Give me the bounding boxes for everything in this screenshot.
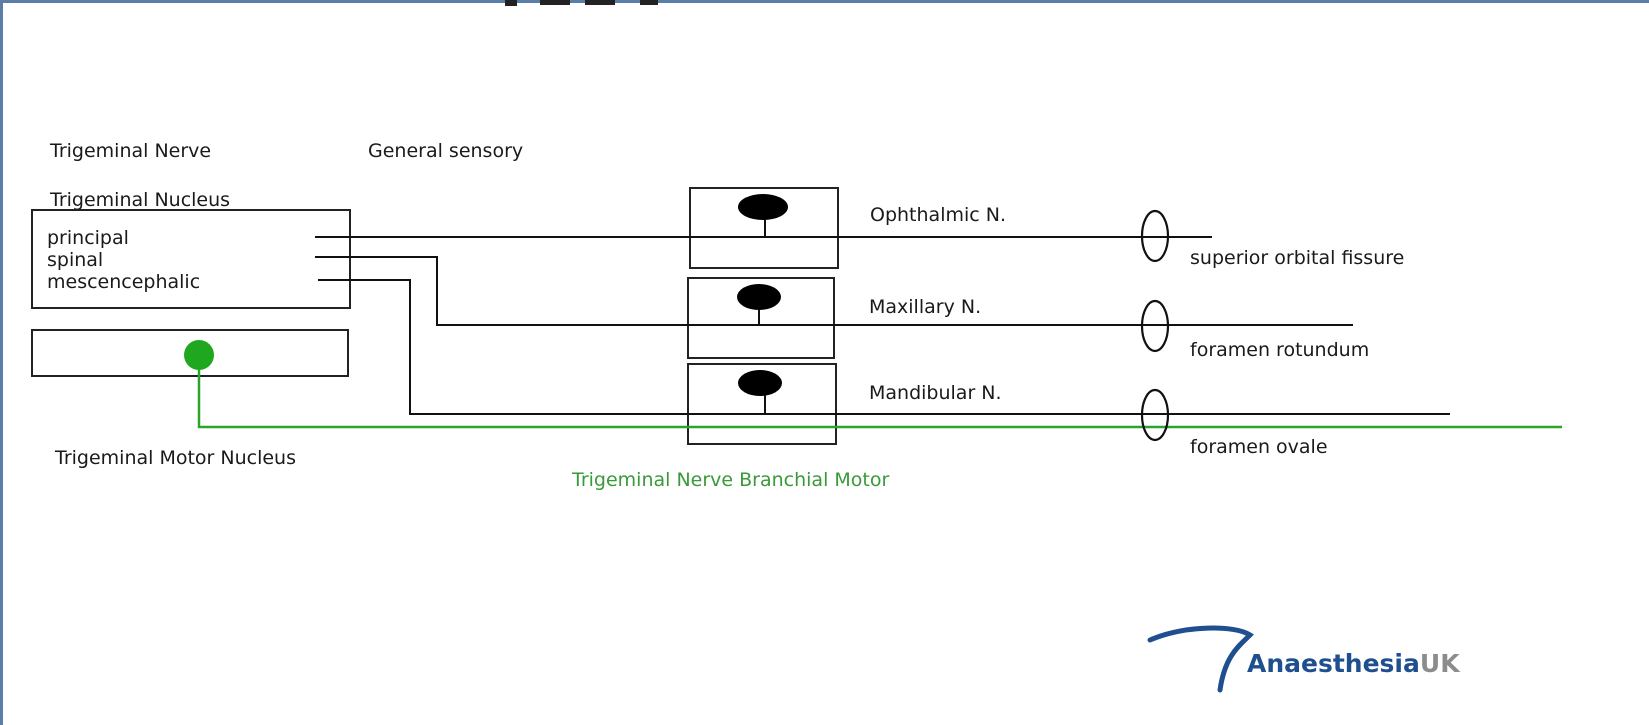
trigeminal-nucleus-box [31,209,351,309]
clipped-title-remnant [505,0,658,6]
logo-brand-suffix: UK [1420,649,1461,678]
ophthalmic-nerve-label: Ophthalmic N. [870,204,1006,226]
foramen-ovale-ellipse [1140,388,1170,442]
mandibular-nerve-label: Mandibular N. [869,382,1002,404]
foramen-ovale-label: foramen ovale [1190,436,1328,458]
superior-orbital-fissure-label: superior orbital fissure [1190,247,1404,269]
foramen-rotundum-label: foramen rotundum [1190,339,1369,361]
motor-pathway [197,370,1562,429]
nucleus-part-spinal: spinal [47,249,103,271]
ophthalmic-cell-body [738,194,788,237]
superior-orbital-fissure-ellipse [1140,209,1170,263]
mandibular-ganglion-box [687,363,837,445]
logo-text: AnaesthesiaUK [1247,649,1461,678]
anaesthesia-uk-logo: AnaesthesiaUK [1147,625,1461,693]
nucleus-part-mescencephalic: mescencephalic [47,271,200,293]
nucleus-title: Trigeminal Nucleus [49,189,230,211]
foramen-rotundum-ellipse [1140,299,1170,353]
motor-nucleus-label: Trigeminal Motor Nucleus [54,447,296,469]
logo-swoosh-icon [1147,625,1254,693]
maxillary-pathway [315,256,1353,326]
motor-nucleus-cell-body [184,340,214,370]
nerve-label: Trigeminal Nerve [49,140,211,162]
branchial-motor-label: Trigeminal Nerve Branchial Motor [571,469,889,491]
maxillary-nerve-label: Maxillary N. [869,296,981,318]
mandibular-pathway [318,279,1450,415]
logo-brand-main: Anaesthesia [1247,649,1420,678]
maxillary-cell-body [737,284,781,325]
mandibular-cell-body [738,370,782,414]
modality-label: General sensory [368,140,523,162]
nucleus-part-principal: principal [47,227,129,249]
